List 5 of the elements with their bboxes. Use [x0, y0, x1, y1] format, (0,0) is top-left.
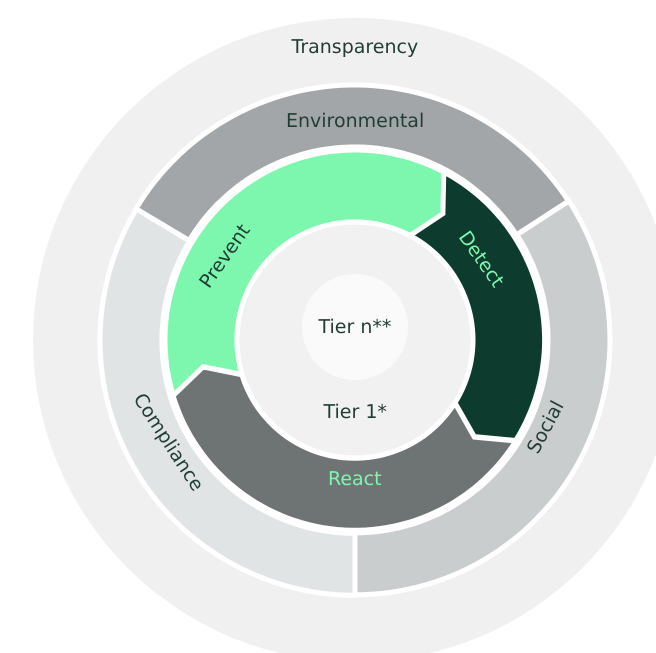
segment-label: Transparency [292, 38, 418, 56]
segment-label: React [328, 470, 382, 490]
segment-label: Tier n** [318, 318, 392, 336]
segment-label: Tier 1* [324, 402, 387, 422]
segment-label: Environmental [286, 112, 424, 132]
